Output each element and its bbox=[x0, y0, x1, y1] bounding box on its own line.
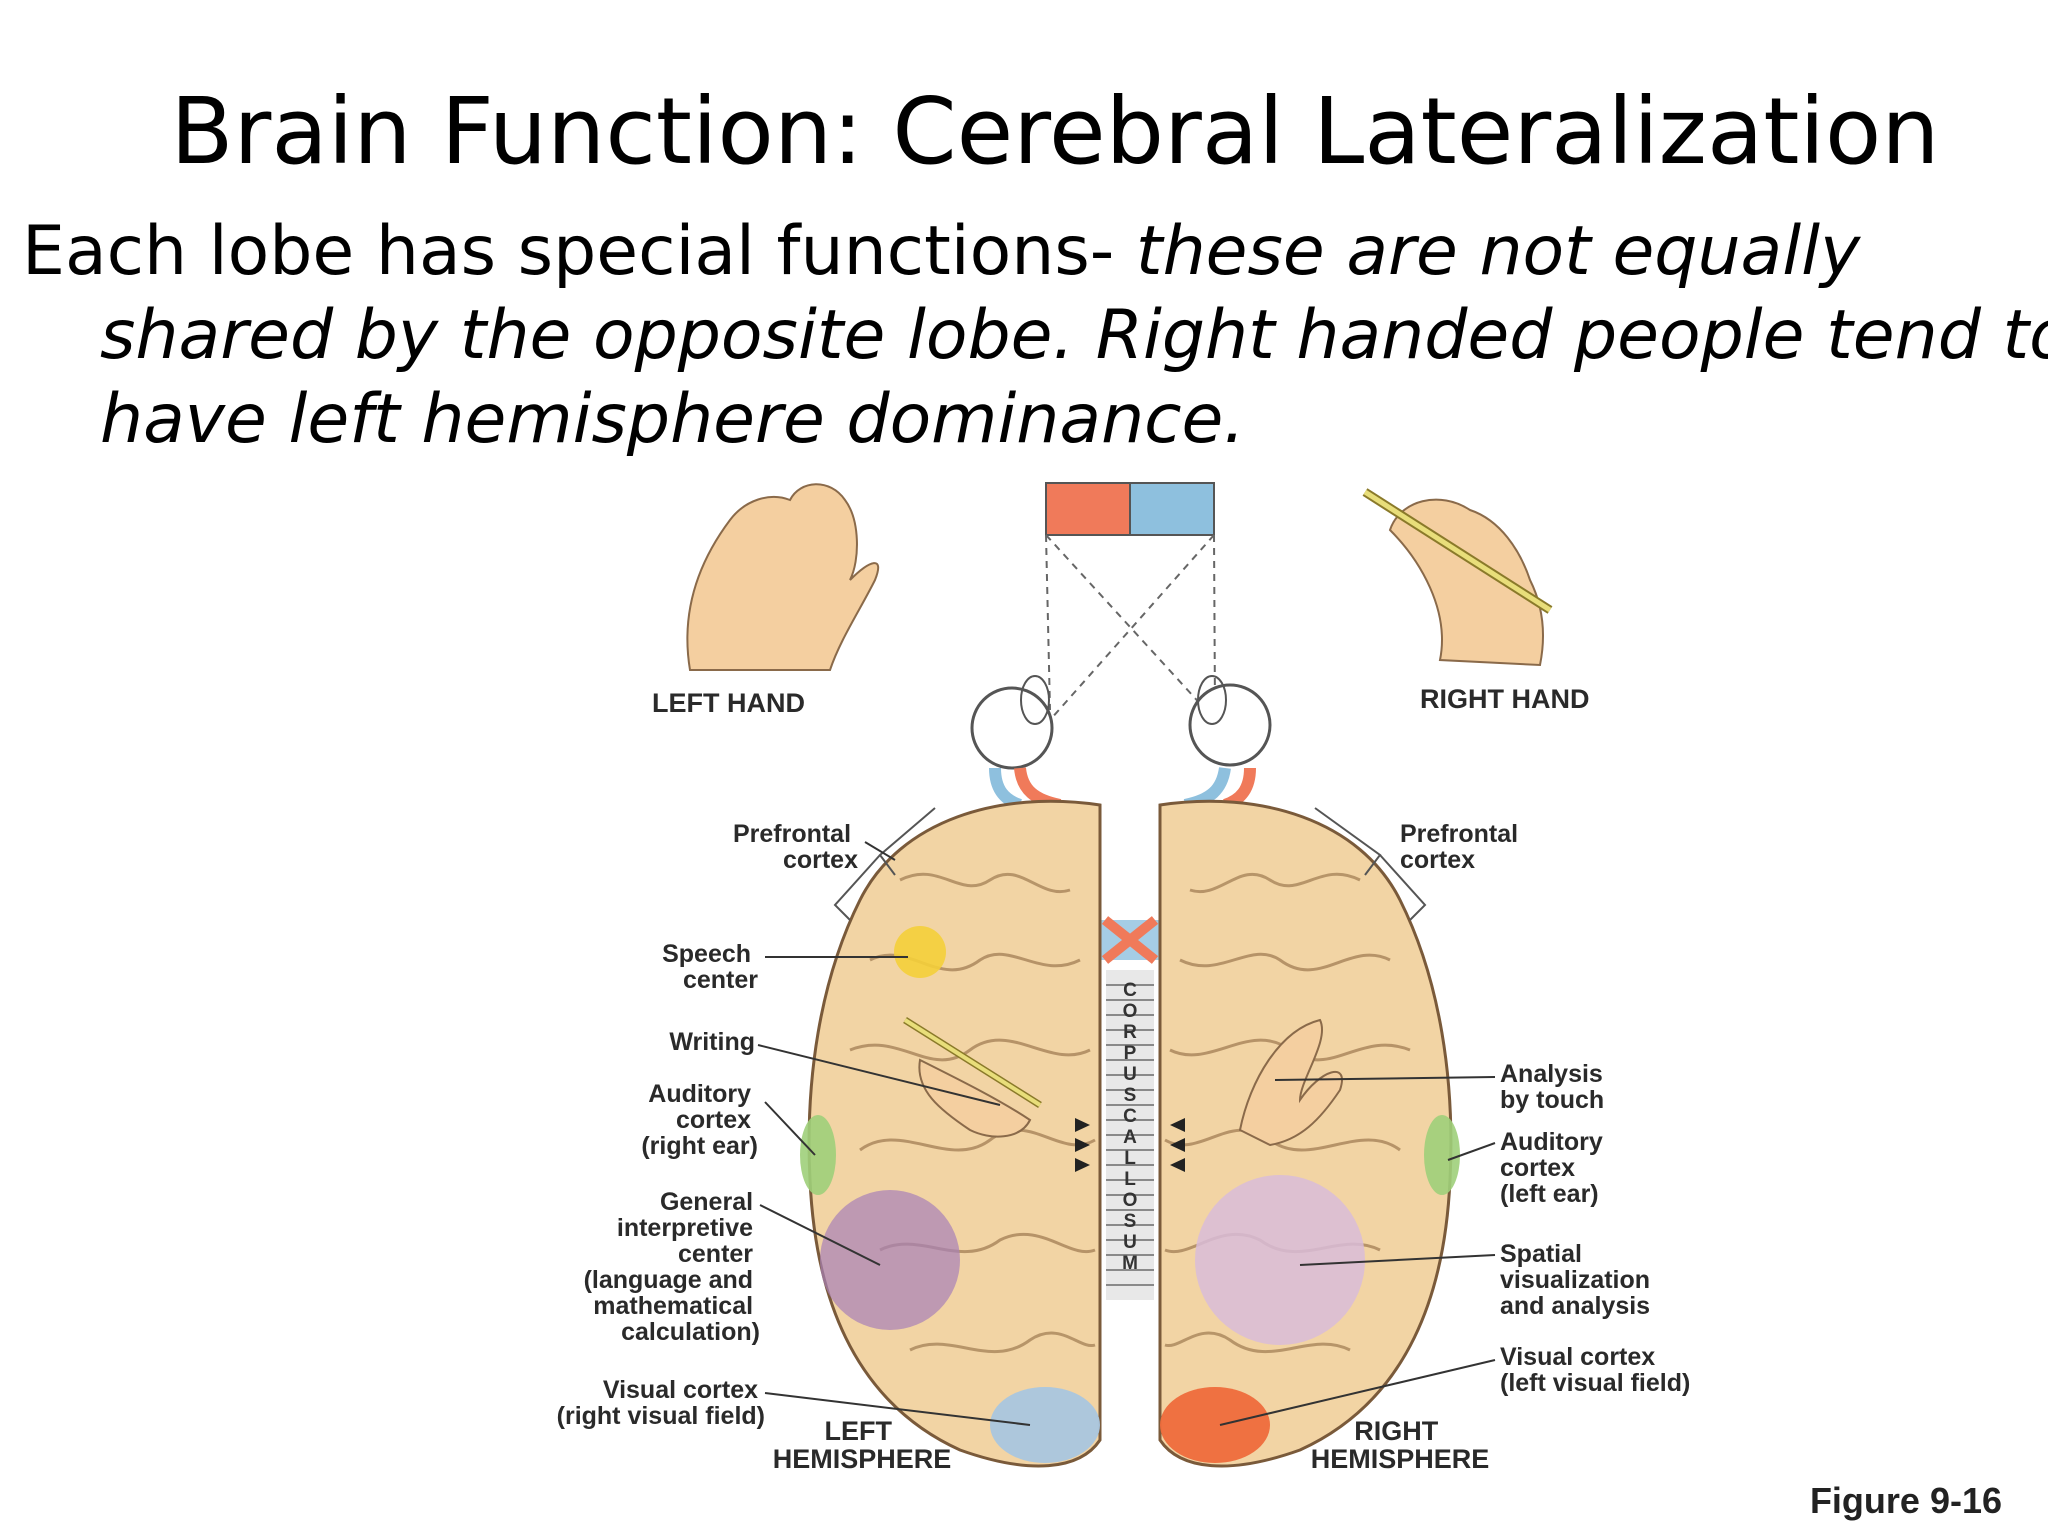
callosal-arrows bbox=[1075, 1118, 1185, 1172]
slide-body: Each lobe has special functions- these a… bbox=[22, 210, 2048, 462]
corpus-callosum-letter: O bbox=[1123, 1190, 1138, 1211]
corpus-callosum-letter: L bbox=[1124, 1148, 1136, 1169]
corpus-callosum-letter: R bbox=[1123, 1022, 1137, 1043]
spatial-visualization-label: Spatial visualization and analysis bbox=[1500, 1240, 1657, 1320]
left-prefrontal-bracket bbox=[833, 807, 936, 921]
sight-lines bbox=[1045, 534, 1216, 721]
left-prefrontal-label: Prefrontal cortex bbox=[733, 820, 858, 874]
right-hand-label: RIGHT HAND bbox=[1420, 684, 1590, 714]
corpus-callosum-letter: C bbox=[1123, 980, 1137, 1001]
corpus-callosum-letter: L bbox=[1124, 1169, 1136, 1190]
corpus-callosum-letter: U bbox=[1123, 1064, 1137, 1085]
left-hand-label: LEFT HAND bbox=[652, 688, 805, 718]
right-auditory-label: Auditory cortex (left ear) bbox=[1500, 1128, 1610, 1208]
corpus-callosum-letter: P bbox=[1124, 1043, 1137, 1064]
optic-chiasm bbox=[1090, 916, 1170, 964]
corpus-callosum-letter: C bbox=[1123, 1106, 1137, 1127]
left-visual-cortex-label: Visual cortex (right visual field) bbox=[557, 1376, 765, 1430]
right-hand-illustration bbox=[1362, 488, 1553, 667]
right-auditory-area bbox=[1424, 1115, 1460, 1195]
corpus-callosum bbox=[1106, 970, 1154, 1300]
eyes bbox=[970, 675, 1272, 811]
left-hand-illustration bbox=[686, 483, 880, 671]
figure-label: Figure 9-16 bbox=[1809, 1480, 2002, 1521]
right-prefrontal-bracket bbox=[1314, 807, 1427, 921]
right-visual-cortex-area bbox=[1160, 1387, 1270, 1463]
leader-lines bbox=[757, 841, 1496, 1426]
interpretive-center-label: General interpretive center (language an… bbox=[584, 1188, 760, 1346]
slide-title: Brain Function: Cerebral Lateralization bbox=[170, 78, 1940, 185]
speech-center-area bbox=[894, 926, 946, 978]
spatial-visualization-area bbox=[1195, 1175, 1365, 1345]
body-plain: Each lobe has special functions- bbox=[22, 212, 1136, 291]
body-italic: these are not equally shared by the oppo… bbox=[100, 212, 2048, 459]
left-auditory-area bbox=[800, 1115, 836, 1195]
right-visual-field-box bbox=[1129, 482, 1215, 536]
right-hemisphere-label: RIGHT HEMISPHERE bbox=[1311, 1416, 1490, 1474]
analysis-by-touch-label: Analysis by touch bbox=[1500, 1060, 1610, 1114]
right-hemisphere-illustration bbox=[1158, 799, 1460, 1468]
speech-center-label: Speech center bbox=[662, 940, 758, 994]
right-prefrontal-label: Prefrontal cortex bbox=[1400, 820, 1525, 874]
writing-label: Writing bbox=[669, 1028, 755, 1056]
corpus-callosum-letter: S bbox=[1124, 1211, 1137, 1232]
left-auditory-label: Auditory cortex (right ear) bbox=[641, 1080, 758, 1160]
corpus-callosum-letter: O bbox=[1123, 1001, 1138, 1022]
corpus-callosum-letter: M bbox=[1122, 1253, 1138, 1274]
left-visual-cortex-area bbox=[990, 1387, 1100, 1463]
left-hemisphere-label: LEFT HEMISPHERE bbox=[773, 1416, 952, 1474]
right-visual-cortex-label: Visual cortex (left visual field) bbox=[1500, 1343, 1690, 1397]
interpretive-center-area bbox=[820, 1190, 960, 1330]
left-visual-field-box bbox=[1045, 482, 1131, 536]
corpus-callosum-letter: A bbox=[1123, 1127, 1137, 1148]
corpus-callosum-letter: U bbox=[1123, 1232, 1137, 1253]
corpus-callosum-letter: S bbox=[1124, 1085, 1137, 1106]
left-hemisphere-illustration bbox=[800, 799, 1102, 1468]
